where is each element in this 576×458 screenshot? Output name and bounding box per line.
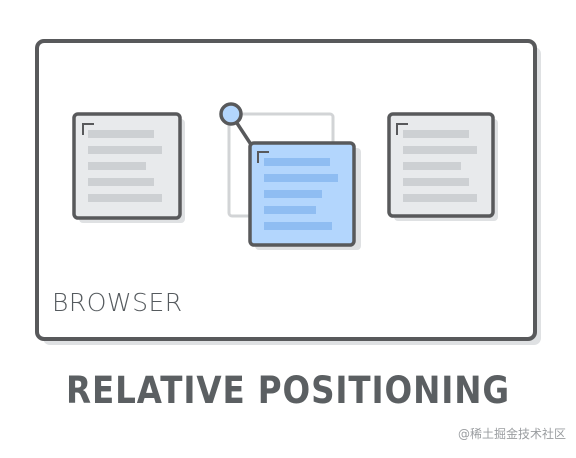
static-box-right-line [403,162,461,170]
diagram-caption: RELATIVE POSITIONING [66,369,510,412]
static-box-left-line [88,162,146,170]
relative-box-line [264,190,322,198]
static-box-left-line [88,178,154,186]
relative-box-line [264,174,338,182]
static-box-right-line [403,178,469,186]
relative-box-line [264,158,330,166]
static-box-left-line [88,194,162,202]
static-box-right-line [403,146,477,154]
browser-label: BROWSER [52,288,183,317]
static-box-right-line [403,130,469,138]
watermark: @稀土掘金技术社区 [457,427,566,441]
relative-box [248,141,361,250]
relative-box-line [264,222,332,230]
static-box-left [72,112,185,223]
static-box-left-line [88,130,154,138]
relative-box-corner [257,151,269,163]
static-box-left-line [88,146,162,154]
static-box-left-corner [82,123,94,135]
static-box-right-line [403,194,477,202]
static-box-right-corner [396,123,408,135]
offset-anchor-dot [219,102,243,126]
relative-box-line [264,206,316,214]
static-box-right [387,112,498,221]
